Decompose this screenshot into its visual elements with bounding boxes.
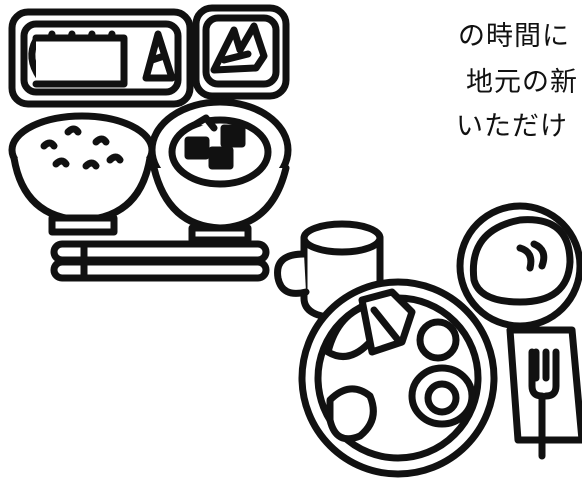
chopsticks-icon (50, 240, 270, 282)
breakfast-plate-icon (298, 278, 498, 478)
side-dish-tray-icon (192, 4, 290, 100)
soup-bowl-icon (148, 98, 292, 244)
fork-napkin-icon (506, 326, 582, 460)
rice-bowl-icon (8, 112, 156, 236)
caption-line-2: 地元の新 (466, 67, 578, 98)
caption-line-3: いただけ (456, 111, 568, 142)
caption-line-1: の時間に (458, 21, 570, 52)
fish-tray-icon (8, 8, 194, 108)
bread-plate-icon (456, 202, 582, 330)
